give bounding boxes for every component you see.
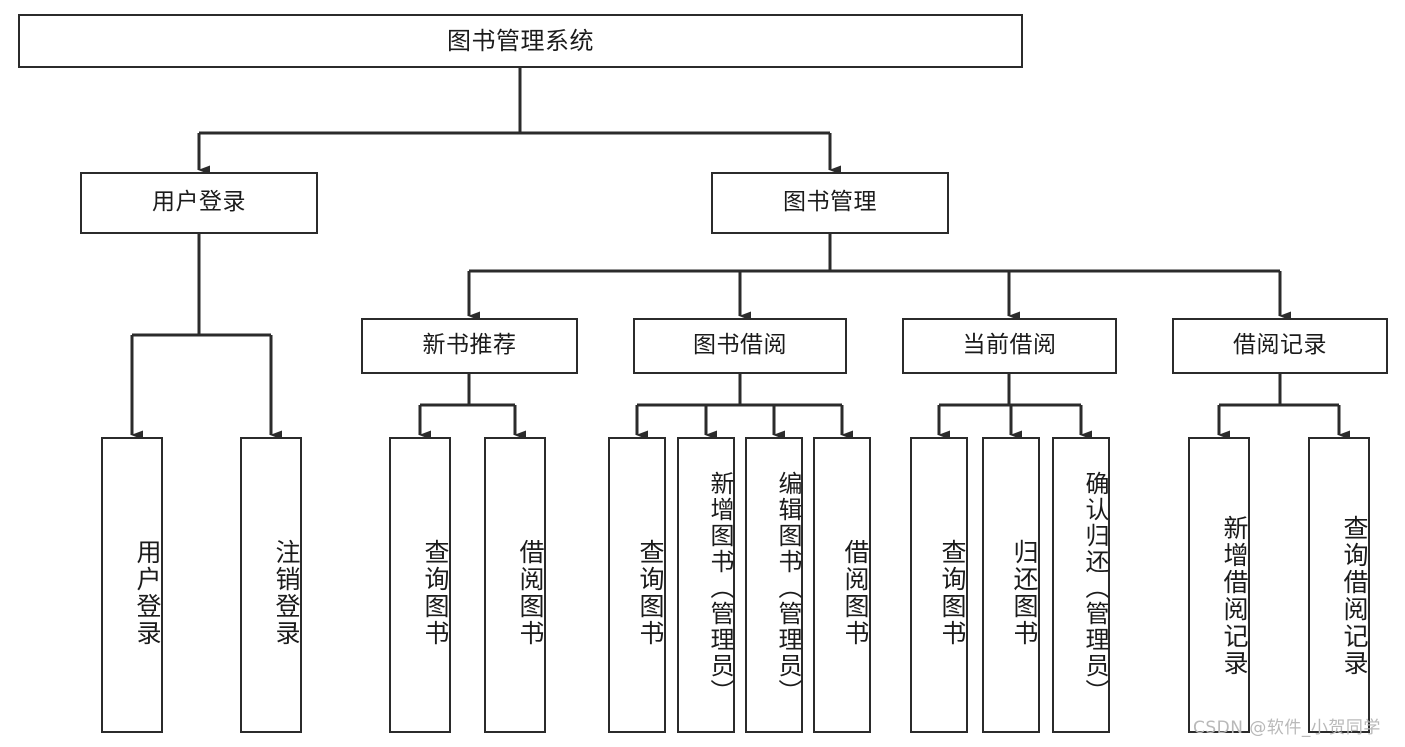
node-leaf-return-book-label: 归还图书 [1010,539,1039,647]
node-leaf-add-book[interactable]: 新增图书（管理员） [677,437,735,733]
node-leaf-borrow-book-1-label: 借阅图书 [516,539,545,647]
node-current-borrow[interactable]: 当前借阅 [902,318,1117,374]
node-user-login[interactable]: 用户登录 [80,172,318,234]
node-root[interactable]: 图书管理系统 [18,14,1023,68]
node-leaf-borrow-book-2-label: 借阅图书 [841,539,870,647]
node-leaf-add-book-label: 新增图书（管理员） [706,471,734,705]
node-leaf-borrow-book-2[interactable]: 借阅图书 [813,437,871,733]
node-new-book-rec-label: 新书推荐 [422,332,517,359]
node-book-manage-label: 图书管理 [783,189,877,216]
node-leaf-edit-book-label: 编辑图书（管理员） [774,471,802,705]
node-book-borrow-label: 图书借阅 [693,332,787,359]
node-leaf-query-record[interactable]: 查询借阅记录 [1308,437,1370,733]
node-leaf-confirm-return[interactable]: 确认归还（管理员） [1052,437,1110,733]
node-current-borrow-label: 当前借阅 [962,332,1057,359]
node-leaf-edit-book[interactable]: 编辑图书（管理员） [745,437,803,733]
node-book-manage[interactable]: 图书管理 [711,172,949,234]
node-book-borrow[interactable]: 图书借阅 [633,318,847,374]
node-leaf-user-login-label: 用户登录 [133,539,162,647]
node-leaf-add-record[interactable]: 新增借阅记录 [1188,437,1250,733]
node-leaf-user-login[interactable]: 用户登录 [101,437,163,733]
csdn-watermark: CSDN @软件_小贺同学 [1193,718,1381,738]
node-leaf-query-book-1-label: 查询图书 [421,539,450,647]
node-leaf-borrow-book-1[interactable]: 借阅图书 [484,437,546,733]
node-leaf-query-book-1[interactable]: 查询图书 [389,437,451,733]
node-new-book-rec[interactable]: 新书推荐 [361,318,578,374]
node-leaf-query-book-2-label: 查询图书 [636,539,665,647]
node-borrow-record-label: 借阅记录 [1233,332,1327,359]
node-leaf-query-record-label: 查询借阅记录 [1340,515,1369,677]
node-leaf-user-logout-label: 注销登录 [272,539,301,647]
node-root-label: 图书管理系统 [447,26,594,55]
node-user-login-label: 用户登录 [152,189,246,216]
node-leaf-add-record-label: 新增借阅记录 [1220,515,1249,677]
node-leaf-confirm-return-label: 确认归还（管理员） [1081,471,1109,705]
node-leaf-query-book-3[interactable]: 查询图书 [910,437,968,733]
node-leaf-query-book-2[interactable]: 查询图书 [608,437,666,733]
node-borrow-record[interactable]: 借阅记录 [1172,318,1388,374]
node-leaf-user-logout[interactable]: 注销登录 [240,437,302,733]
node-leaf-query-book-3-label: 查询图书 [938,539,967,647]
node-leaf-return-book[interactable]: 归还图书 [982,437,1040,733]
